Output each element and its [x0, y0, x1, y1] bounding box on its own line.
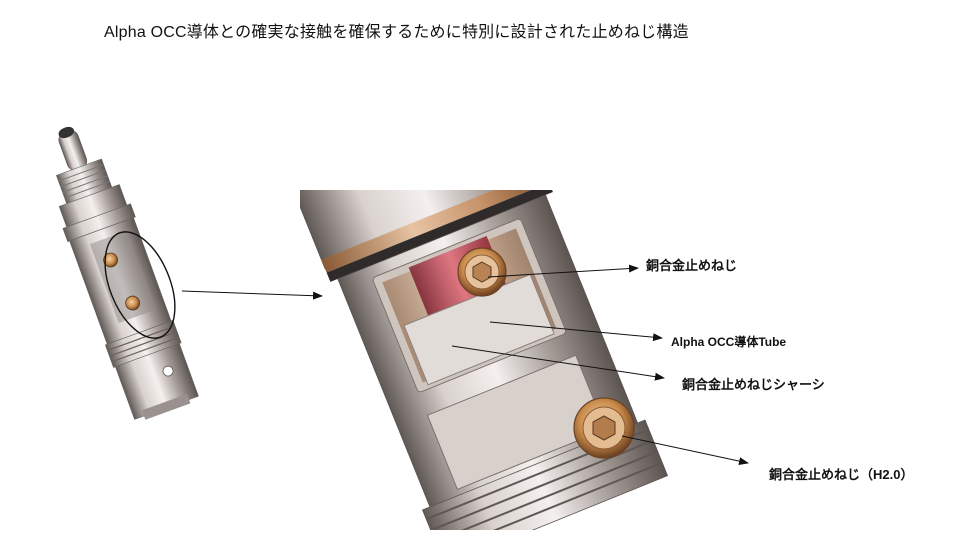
callout-arrow-occ-tube	[489, 321, 663, 342]
callout-arrow-set-screw-h2	[621, 435, 749, 466]
callout-arrow-set-screw	[487, 264, 639, 278]
callout-set-screw: 銅合金止めねじ	[646, 258, 738, 273]
upper-set-screw	[457, 247, 507, 297]
connector-detail	[300, 190, 669, 530]
diagram-title: Alpha OCC導体との確実な接触を確保するために特別に設計された止めねじ構造	[104, 24, 689, 41]
connector-overview	[56, 126, 199, 420]
lower-set-screw	[573, 397, 635, 459]
callout-set-screw-h2: 銅合金止めねじ（H2.0）	[769, 467, 914, 482]
callout-screw-chassis: 銅合金止めねじシャーシ	[682, 377, 825, 392]
callout-arrow-screw-chassis	[451, 345, 665, 381]
callout-occ-tube: Alpha OCC導体Tube	[671, 335, 787, 349]
zoom-arrow	[181, 290, 323, 300]
